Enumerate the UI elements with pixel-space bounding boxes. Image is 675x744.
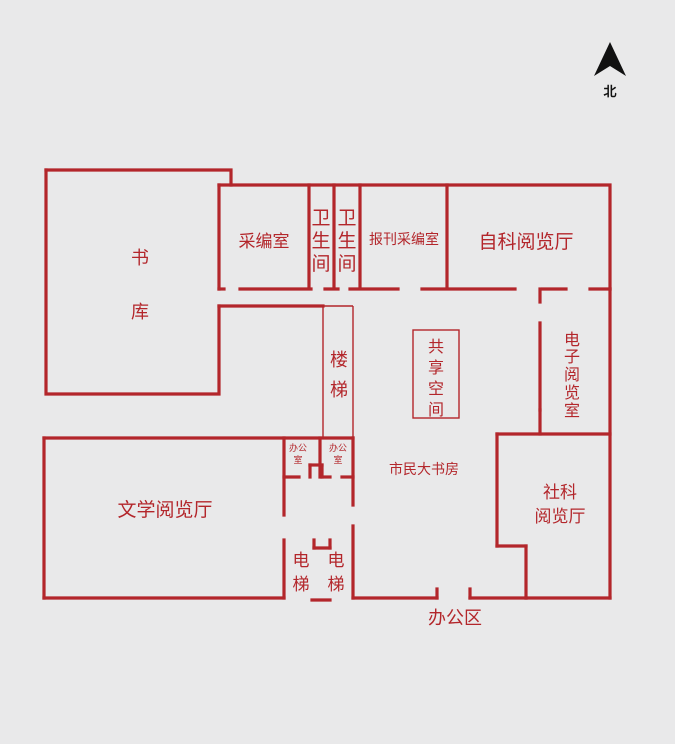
- stacks-wall-top: [44, 168, 233, 187]
- compass: 北: [594, 42, 626, 100]
- periodical-acquisition-label: 报刊采编室: [369, 231, 439, 248]
- elevator-1-char-1: 电: [293, 551, 310, 571]
- elevator-2-char-2: 梯: [328, 575, 345, 595]
- social-science-line-2: 阅览厅: [535, 507, 586, 527]
- office-2-line-2: 室: [333, 454, 342, 466]
- walls: [42, 168, 612, 602]
- top-outer-wall: [217, 183, 612, 291]
- shared-space-char-4: 间: [428, 400, 444, 419]
- electronic-reading-char-4: 览: [564, 383, 580, 402]
- stacks-wall-sides: [44, 168, 221, 396]
- stacks-label-1: 书: [131, 248, 149, 269]
- toilet-2-char-2: 生: [337, 230, 356, 252]
- toilet-1-char-2: 生: [311, 230, 330, 252]
- citizens-bookroom-label: 市民大书房: [389, 461, 459, 478]
- electronic-reading-char-2: 子: [564, 347, 580, 366]
- literature-reading-label: 文学阅览厅: [117, 499, 212, 521]
- office-1-line-1: 办公: [289, 442, 307, 454]
- office-area-label: 办公区: [428, 608, 482, 629]
- compass-label: 北: [603, 85, 616, 100]
- toilet-2-char-3: 间: [337, 253, 356, 275]
- social-science-line-1: 社科: [543, 483, 577, 503]
- north-arrow-icon: [594, 42, 626, 76]
- toilet-1-char-1: 卫: [311, 207, 330, 229]
- electronic-reading-char-3: 阅: [564, 365, 580, 384]
- science-reading-label: 自科阅览厅: [478, 231, 573, 253]
- elevator-2-char-1: 电: [328, 551, 345, 571]
- elevator-1-char-2: 梯: [293, 575, 310, 595]
- electronic-reading-char-1: 电: [564, 330, 580, 349]
- room-labels: 书 库 采编室 卫 生 间 卫 生 间 报刊采编室 自科阅览厅 楼 梯 共 享 …: [117, 207, 585, 629]
- shared-space-char-2: 享: [428, 358, 444, 377]
- stairs-char-1: 楼: [330, 350, 348, 371]
- shared-space-char-3: 空: [428, 379, 444, 398]
- office-1-line-2: 室: [293, 454, 302, 466]
- shared-space-char-1: 共: [428, 337, 444, 356]
- electronic-reading-char-5: 室: [564, 401, 580, 420]
- office-2-line-1: 办公: [329, 442, 347, 454]
- shared-space-box: [412, 329, 460, 419]
- stairs-char-2: 梯: [330, 380, 348, 401]
- acquisition-room-label: 采编室: [239, 232, 290, 252]
- toilet-2-char-1: 卫: [337, 207, 356, 229]
- stacks-label-2: 库: [131, 302, 149, 323]
- toilet-1-char-3: 间: [311, 253, 330, 275]
